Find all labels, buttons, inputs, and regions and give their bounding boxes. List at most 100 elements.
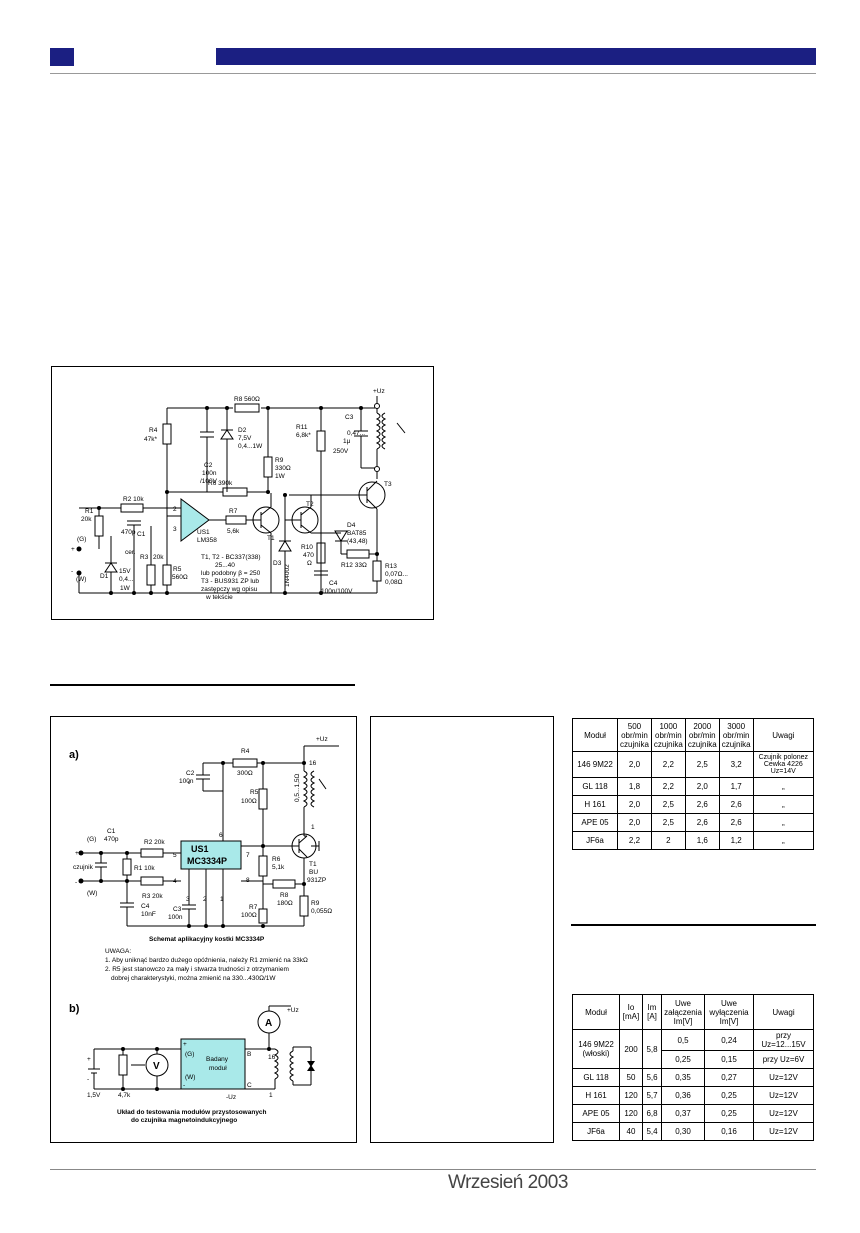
table-cell: 0,25 — [704, 1086, 754, 1105]
middle-empty-frame — [370, 716, 554, 1143]
fig1-r5-value: 560Ω — [172, 574, 188, 581]
fig2-b-w: (W) — [185, 1074, 195, 1081]
table-cell: 1,7 — [718, 777, 754, 796]
fig2-w-label: (W) — [87, 890, 97, 897]
table-row: H 161 120 5,7 0,36 0,25 Uz=12V — [572, 1086, 814, 1105]
fig2-b-g: (G) — [185, 1051, 194, 1058]
fig2-pin1-ic: 1 — [220, 896, 224, 903]
fig1-r9-value2: 1W — [275, 473, 286, 480]
fig2-b-label: b) — [69, 1003, 80, 1015]
fig2-pin1: 1 — [311, 824, 315, 831]
fig1-us1-value: LM358 — [197, 537, 217, 544]
table-cell: 2,2 — [617, 831, 652, 850]
fig2-c2-label: C2 — [186, 770, 195, 777]
fig2-r8-label: R8 — [280, 892, 289, 899]
fig1-r4-label: R4 — [149, 427, 158, 434]
fig1-d2-value2: 0,4...1W — [238, 443, 263, 450]
table-cell: 0,36 — [661, 1086, 705, 1105]
fig2-us1-label: US1 — [191, 844, 209, 854]
fig2-c3-value: 100n — [168, 914, 183, 921]
fig2-minus-label: - — [75, 879, 77, 886]
fig1-note-5: zastępczy wg opisu — [201, 586, 258, 593]
fig2-pin16: 16 — [309, 760, 317, 767]
table-current: Moduł Io [mA] Im [A] Uwe załączenia Im[V… — [572, 994, 814, 1141]
fig1-r9-label: R9 — [275, 457, 284, 464]
fig2-caption: Schemat aplikacyjny kostki MC3334P — [149, 936, 265, 943]
fig2-b-battery-value: 1,5V — [87, 1092, 101, 1099]
table-cell: 2,0 — [684, 777, 720, 796]
table-cell: 6,8 — [642, 1104, 662, 1123]
fig1-r11-label: R11 — [296, 424, 308, 431]
fig2-uz-label: +Uz — [316, 736, 328, 743]
table-row: APE 05 2,0 2,5 2,6 2,6 „ — [572, 813, 815, 832]
table-rpm-header-cell: 2000 obr/min czujnika — [684, 718, 720, 752]
table-cell: 40 — [619, 1122, 643, 1141]
fig2-r1-label: R1 10k — [134, 865, 155, 872]
fig2-r4-value: 300Ω — [237, 770, 253, 777]
table-cell: JF6a — [572, 831, 618, 850]
table-cell: 0,24 — [704, 1029, 754, 1051]
fig1-r1-value: 20k — [81, 516, 92, 523]
fig2-r2-label: R2 20k — [144, 839, 165, 846]
fig2-pin2: 2 — [203, 896, 207, 903]
fig2-b-module2: moduł — [209, 1065, 227, 1072]
table-cell: 2,0 — [617, 795, 652, 814]
fig2-r6-value: 5,1k — [272, 864, 285, 871]
fig1-d2-value: 7,5V — [238, 435, 252, 442]
table-cell: 5,8 — [642, 1029, 662, 1069]
fig2-plus-label: + — [75, 850, 79, 857]
fig1-w-label: (W) — [76, 576, 86, 583]
fig2-b-module1: Badany — [206, 1056, 229, 1063]
table-cell: 5,7 — [642, 1086, 662, 1105]
table-cell: 2,6 — [684, 813, 720, 832]
fig2-pin5: 5 — [173, 852, 177, 859]
table-cell: Uz=12V — [753, 1086, 814, 1105]
fig1-r12-label: R12 33Ω — [341, 562, 367, 569]
table-current-header-cell: Io [mA] — [619, 994, 643, 1030]
fig1-r3-label: R3 — [140, 554, 149, 561]
table-rpm-header-cell: Moduł — [572, 718, 618, 752]
table-cell: 2,5 — [650, 795, 686, 814]
table-cell: Czujnik polonez Cewka 4226 Uz=14V — [752, 751, 815, 778]
fig1-r10-value: 470 — [303, 552, 314, 559]
table-current-header-cell: Im [A] — [642, 994, 662, 1030]
fig1-d3-label: D3 — [273, 560, 282, 567]
fig1-c1-label: C1 — [137, 531, 146, 538]
fig2-b-muz: -Uz — [226, 1094, 236, 1101]
table-cell: Uz=12V — [753, 1104, 814, 1123]
fig2-r7-label: R7 — [249, 904, 258, 911]
fig1-note-6: w tekście — [205, 594, 233, 601]
fig2-r8-value: 180Ω — [277, 900, 293, 907]
table-current-header-cell: Moduł — [572, 994, 620, 1030]
fig2-r9-value: 0,055Ω — [311, 908, 332, 915]
fig2-r9-label: R9 — [311, 900, 320, 907]
fig1-us1-label: US1 — [197, 529, 210, 536]
fig2-note-0: UWAGA: — [105, 948, 131, 955]
fig1-r7-label: R7 — [229, 508, 238, 515]
fig1-pin3: 3 — [173, 526, 177, 533]
table-cell: 0,35 — [661, 1068, 705, 1087]
figure-1-frame: R8 560Ω +Uz C3 0,47... 1μ 250V R4 47k* D… — [51, 366, 434, 620]
table-cell: 0,30 — [661, 1122, 705, 1141]
fig1-c4-value: 100n/100V — [321, 588, 353, 595]
section-rule-right — [571, 924, 816, 926]
table-rpm-header-cell: Uwagi — [752, 718, 815, 752]
table-cell: „ — [752, 795, 815, 814]
table-cell: 1,8 — [617, 777, 652, 796]
fig1-c3-value: 0,47... — [347, 430, 365, 437]
fig2-b-plus: + — [87, 1056, 91, 1063]
fig2-r4-label: R4 — [241, 748, 250, 755]
fig2-r7-value: 100Ω — [241, 912, 257, 919]
table-cell: 2,2 — [650, 751, 686, 778]
table-row: JF6a 40 5,4 0,30 0,16 Uz=12V — [572, 1122, 814, 1141]
fig1-d4-label: D4 — [347, 522, 356, 529]
table-rpm-header-cell: 500 obr/min czujnika — [617, 718, 652, 752]
fig2-b-plus2: + — [183, 1041, 187, 1048]
fig1-r5-label: R5 — [173, 566, 182, 573]
table-cell: 0,37 — [661, 1104, 705, 1123]
fig1-r10-value2: Ω — [307, 560, 312, 567]
table-cell: 0,25 — [661, 1050, 705, 1069]
table-row: GL 118 50 5,6 0,35 0,27 Uz=12V — [572, 1068, 814, 1087]
fig2-a-label: a) — [69, 749, 79, 761]
fig1-d3-value: 1N4002 — [284, 564, 291, 587]
